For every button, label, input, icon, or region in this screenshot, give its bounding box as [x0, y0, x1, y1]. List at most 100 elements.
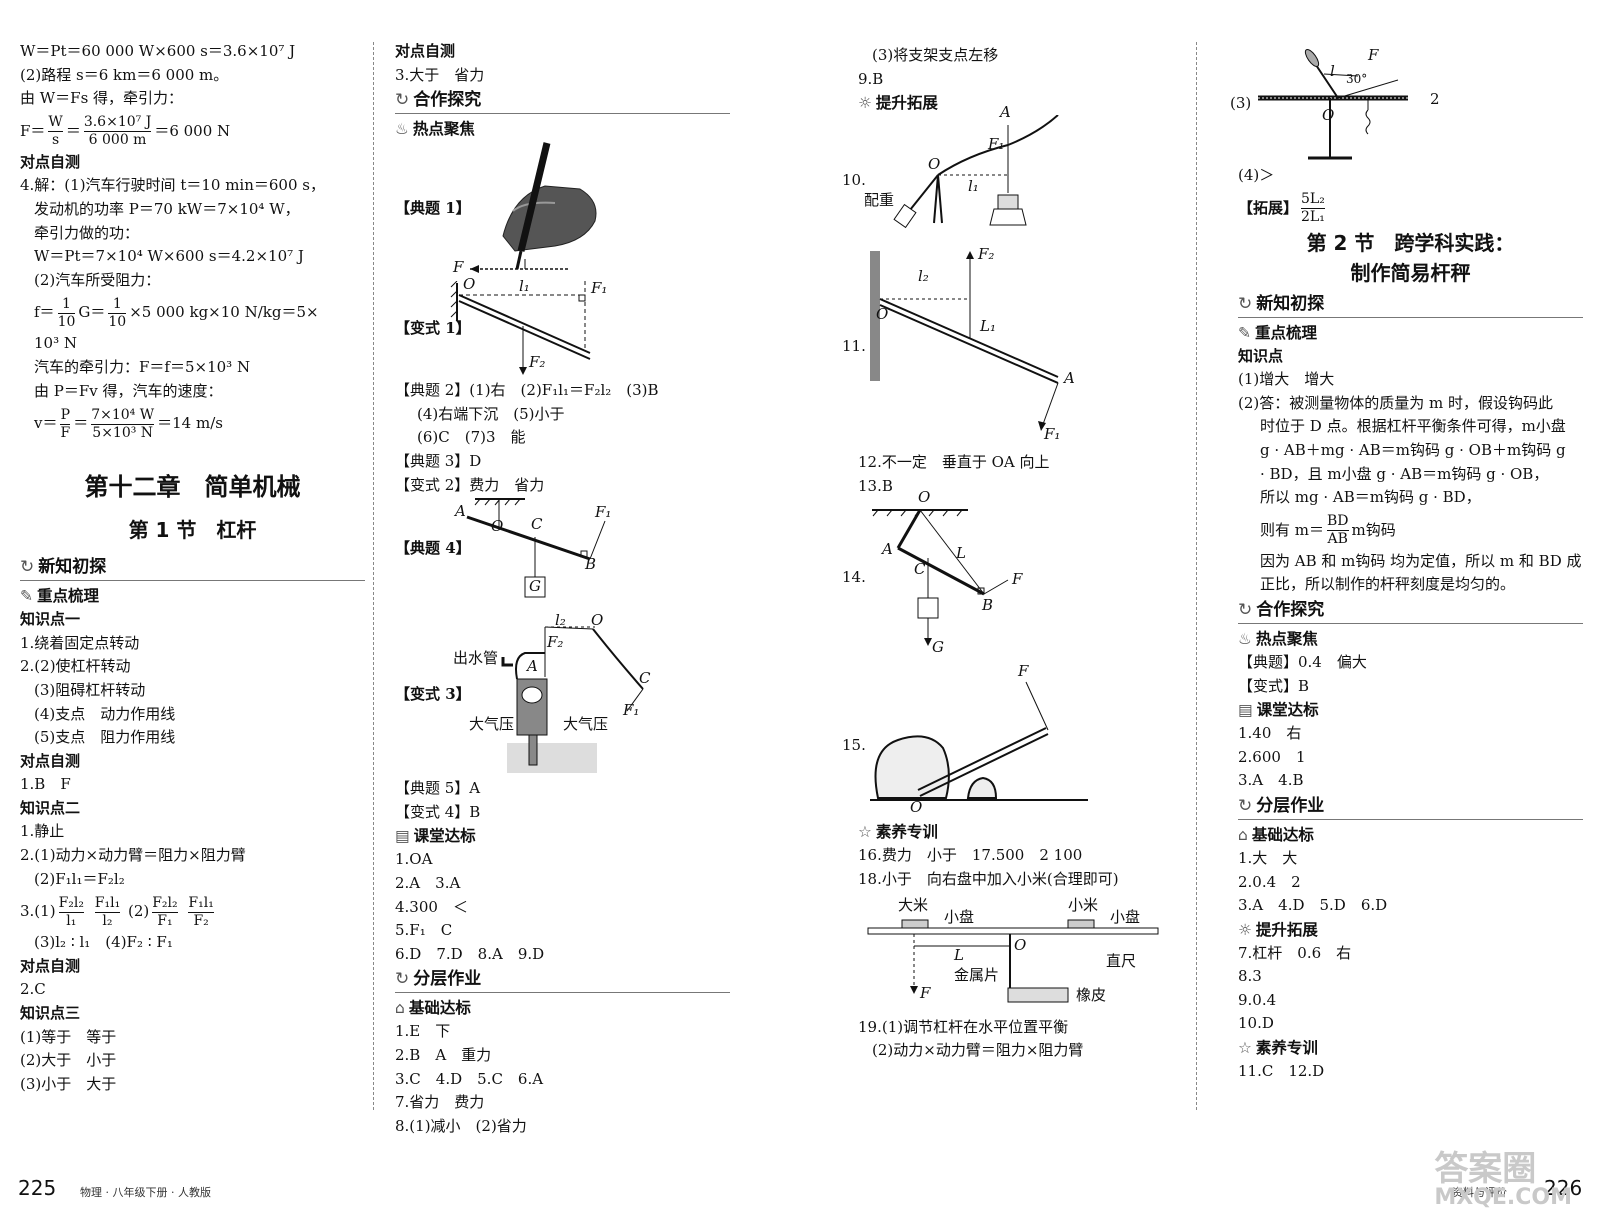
- fig-label: F: [920, 983, 931, 1002]
- formula-part: (2): [127, 902, 150, 921]
- numerator: 7×10⁴ W: [91, 406, 155, 425]
- text-line: g · AB＋mg · AB＝m钩码 g · OB＋m钩码 g: [1260, 440, 1566, 459]
- fig-label: O: [491, 517, 504, 536]
- figure-q10: 10. A F₁ O l₁ 配重: [842, 103, 1193, 249]
- subheader-label: 课堂达标: [1256, 701, 1319, 720]
- column-2: 对点自测 3.大于 省力 ↻合作探究 ♨热点聚焦 【典题 1】 F 【变式 1】: [395, 40, 730, 1138]
- arrow-icon: ↻: [395, 90, 410, 111]
- formula-part: 【拓展】: [1238, 198, 1299, 217]
- text-line: 3.大于 省力: [395, 65, 485, 84]
- page-number-left: 225: [18, 1176, 57, 1200]
- subheader-label: 基础达标: [1251, 825, 1314, 844]
- text-line: 12.不一定 垂直于 OA 向上: [858, 453, 1050, 472]
- text-line: 6.D 7.D 8.A 9.D: [395, 944, 545, 963]
- text-line: 9.0.4: [1238, 990, 1277, 1009]
- formula-part: f＝: [34, 303, 55, 322]
- text-line: 所以 mg · AB＝m钩码 g · BD，: [1260, 488, 1481, 507]
- text-line: (3)小于 大于: [20, 1074, 117, 1093]
- numerator: F₂l₂: [58, 894, 84, 913]
- numerator: P: [60, 406, 71, 425]
- column-divider: [373, 42, 374, 1110]
- fig-label: F₁: [1044, 425, 1061, 444]
- numerator: F₁l₁: [188, 894, 214, 913]
- denominator: AB: [1327, 531, 1348, 548]
- text-line: 【典题 3】D: [395, 451, 482, 470]
- fig-label: 直尺: [1106, 951, 1137, 970]
- text-line: 【典题 5】A: [395, 779, 481, 798]
- heading-self-test: 对点自测: [20, 152, 81, 171]
- text-line: (2)答：被测量物体的质量为 m 时，假设钩码此: [1238, 393, 1554, 412]
- fig-label: 大气压: [563, 715, 609, 734]
- pen-icon: ✎: [20, 587, 33, 606]
- fig-label: F₂: [978, 245, 995, 264]
- formula-part: F＝: [20, 121, 46, 140]
- text-line: 7.省力 费力: [395, 1093, 485, 1112]
- section-title-line2: 制作简易杆秤: [1350, 260, 1471, 285]
- watermark-text: 答案圈: [1434, 1149, 1537, 1189]
- text-line: 19.(1)调节杠杆在水平位置平衡: [858, 1017, 1069, 1036]
- hand-pen-figure: [470, 142, 597, 274]
- fig-label: l: [1330, 62, 1335, 80]
- text-line: 1.绕着固定点转动: [20, 633, 140, 652]
- text-line: 因为 AB 和 m钩码 均为定值，所以 m 和 BD 成: [1260, 551, 1582, 570]
- question-number: 15.: [842, 736, 866, 755]
- fig-label: C: [639, 669, 651, 688]
- pen-icon: ✎: [1238, 323, 1251, 342]
- text-line: (4)支点 动力作用线: [34, 704, 176, 723]
- fig-label: 配重: [864, 191, 895, 210]
- fig-label: O: [910, 798, 923, 817]
- fig-label: O: [591, 611, 604, 630]
- subheader-label: 重点梳理: [37, 587, 100, 606]
- fig-label: O: [876, 305, 889, 324]
- fig-label: G: [529, 577, 541, 596]
- subheader-advanced: ☼提升拓展: [858, 91, 1193, 115]
- fig-label: B: [585, 555, 597, 574]
- book-icon: ▤: [395, 827, 410, 846]
- text-line: 由 W＝Fs 得，牵引力：: [20, 89, 184, 108]
- text-line: (2)大于 小于: [20, 1051, 117, 1070]
- subheader-basic: ⌂基础达标: [1238, 823, 1583, 847]
- fig-label: O: [928, 155, 941, 174]
- fig-label: 小盘: [944, 907, 975, 926]
- fig-label: 橡皮: [1076, 985, 1107, 1004]
- section-title: 第 1 节 杠杆: [128, 518, 257, 543]
- footer-series-name: 资料与评价: [1452, 1186, 1507, 1199]
- text-line: 正比，所以制作的杆秤刻度是均匀的。: [1260, 575, 1516, 594]
- text-line: 汽车的牵引力：F＝f＝5×10³ N: [34, 357, 251, 376]
- page-number-right: 226: [1544, 1176, 1583, 1200]
- section-header-label: 合作探究: [1256, 599, 1325, 620]
- fig-label: F: [1012, 570, 1023, 589]
- denominator: 10: [108, 313, 127, 330]
- text-line: (2)路程 s＝6 km＝6 000 m。: [20, 65, 229, 84]
- formula-part: ＝: [65, 121, 81, 140]
- section-header-cooperative: ↻合作探究: [1238, 598, 1583, 624]
- subheader-label: 重点梳理: [1255, 323, 1318, 342]
- example-label: 【典题 1】: [395, 199, 471, 218]
- book-icon: ▤: [1238, 701, 1253, 720]
- lever-wall-figure: [450, 281, 591, 376]
- fig-label: F: [1368, 46, 1379, 64]
- text-line: 4.300 ＜: [395, 897, 468, 916]
- text-line: · BD，且 m小盘 g · AB＝m钩码 g · OB，: [1260, 464, 1549, 483]
- text-line: (4)右端下沉 (5)小于: [417, 404, 565, 423]
- text-line: 4.解：(1)汽车行驶时间 t＝10 min＝600 s，: [20, 176, 325, 195]
- chapter-title: 第十二章 简单机械: [84, 473, 301, 502]
- lamp-lever-figure: [893, 115, 1059, 229]
- fig-label: 大气压: [469, 715, 515, 734]
- subheader-class-standard: ▤课堂达标: [1238, 698, 1583, 722]
- denominator: 5×10³ N: [92, 424, 154, 441]
- formula-part: ＝: [73, 414, 89, 433]
- fig-label: B: [527, 687, 539, 706]
- numerator: 1: [57, 296, 76, 314]
- rock-lever-figure: [870, 682, 1088, 802]
- text-line: 1.40 右: [1238, 724, 1302, 743]
- fig-label: 小盘: [1110, 907, 1141, 926]
- denominator: 10: [57, 313, 76, 330]
- subheader-label: 课堂达标: [413, 827, 476, 846]
- heading-self-test: 对点自测: [20, 751, 81, 770]
- question-number: 10.: [842, 171, 866, 190]
